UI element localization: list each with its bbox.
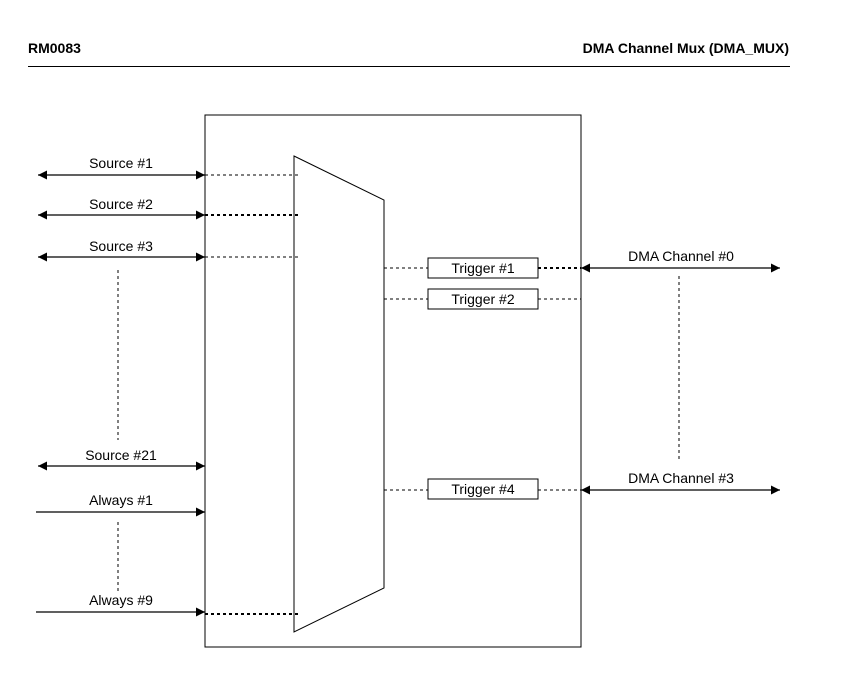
trigger-4-row: Trigger #4 <box>384 478 581 500</box>
trigger-2-row: Trigger #2 <box>384 288 581 310</box>
source-1-signal: Source #1 <box>38 155 300 180</box>
dma-channel-3-label: DMA Channel #3 <box>628 470 734 486</box>
multiplexer-shape <box>293 155 385 633</box>
dmamux-block <box>204 114 582 648</box>
trigger-2-label: Trigger #2 <box>451 291 515 307</box>
source-21-signal: Source #21 <box>38 447 205 471</box>
trigger-1-row: Trigger #1 <box>384 257 581 279</box>
trigger-1-label: Trigger #1 <box>451 260 515 276</box>
source-3-label: Source #3 <box>89 238 153 254</box>
document-id: RM0083 <box>28 40 81 56</box>
source-2-label: Source #2 <box>89 196 153 212</box>
source-3-signal: Source #3 <box>38 238 300 262</box>
section-title: DMA Channel Mux (DMA_MUX) <box>582 40 789 56</box>
trigger-4-label: Trigger #4 <box>451 481 515 497</box>
header-rule <box>28 66 790 67</box>
always-9-signal: Always #9 <box>36 592 300 617</box>
always-1-signal: Always #1 <box>36 492 205 517</box>
dma-channel-0-signal: DMA Channel #0 <box>581 248 780 273</box>
source-1-label: Source #1 <box>89 155 153 171</box>
source-21-label: Source #21 <box>85 447 157 463</box>
always-1-label: Always #1 <box>89 492 153 508</box>
dma-channel-0-label: DMA Channel #0 <box>628 248 734 264</box>
dma-channel-3-signal: DMA Channel #3 <box>581 470 780 495</box>
trigger-4-box <box>427 478 539 500</box>
always-9-label: Always #9 <box>89 592 153 608</box>
source-2-signal: Source #2 <box>38 196 300 220</box>
